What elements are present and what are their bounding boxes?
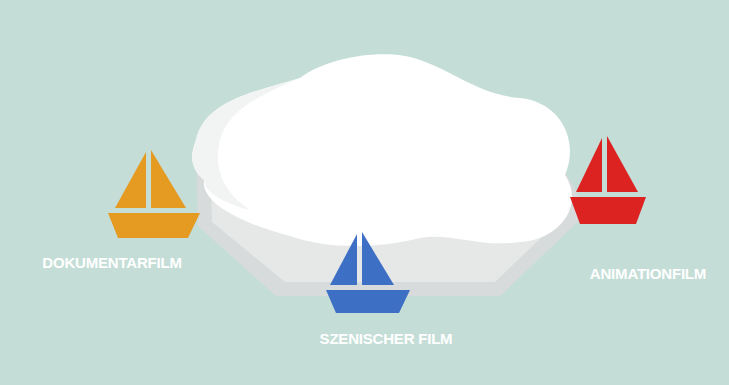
film-type-label: ANIMATIONFILM bbox=[590, 265, 706, 282]
blue-sailboat bbox=[326, 232, 410, 313]
iceberg-top bbox=[192, 54, 572, 246]
film-type-label: DOKUMENTARFILM bbox=[42, 254, 181, 271]
red-sailboat bbox=[570, 136, 646, 224]
orange-sailboat bbox=[108, 150, 200, 238]
film-type-label: SZENISCHER FILM bbox=[320, 330, 453, 347]
iceberg-shade bbox=[192, 78, 300, 210]
